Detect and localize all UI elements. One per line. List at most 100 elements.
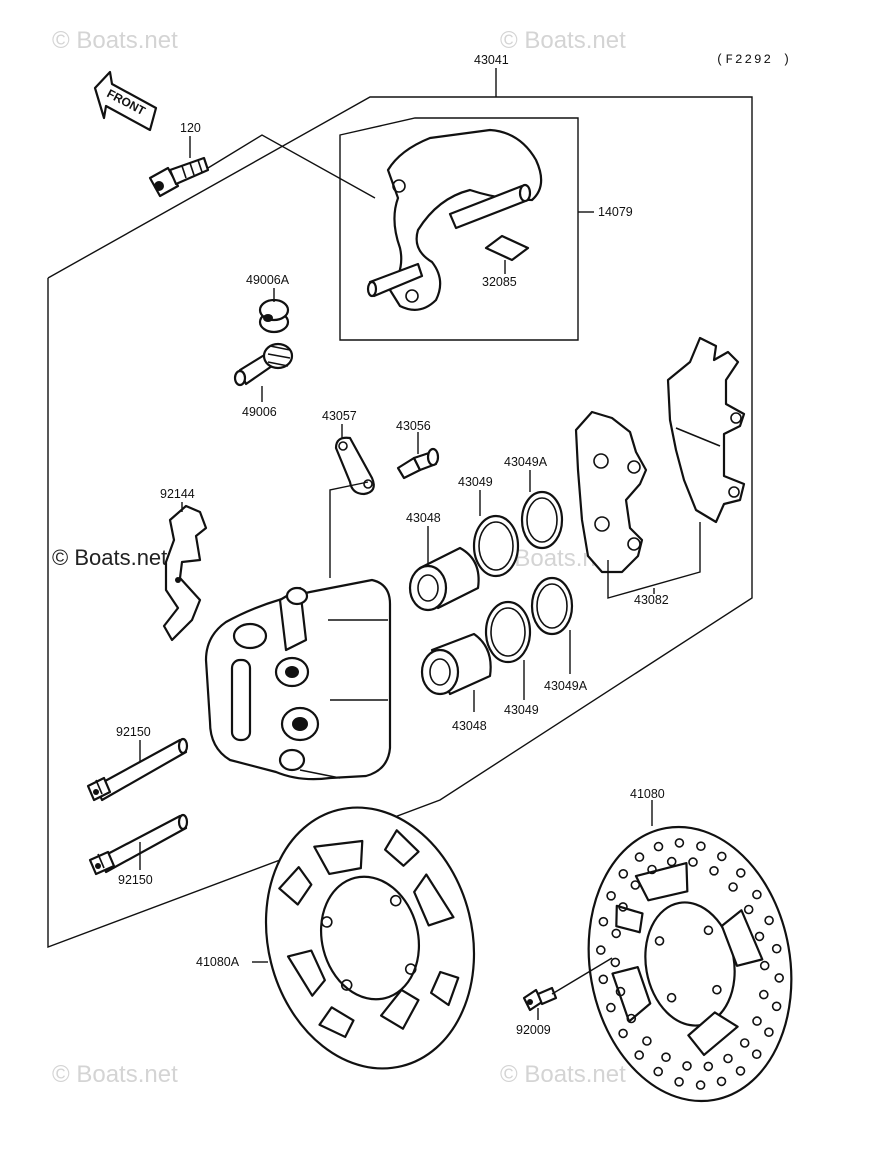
label-43049A-upper: 43049A bbox=[504, 455, 548, 469]
drill-hole bbox=[674, 838, 685, 848]
drill-hole bbox=[615, 986, 626, 997]
drill-hole bbox=[743, 904, 754, 915]
drill-hole bbox=[653, 841, 664, 852]
drill-hole bbox=[752, 889, 762, 900]
pad-spring-92144 bbox=[162, 504, 208, 642]
dust-seal-43049A-lower bbox=[530, 576, 574, 636]
assembly-outline-43041 bbox=[47, 96, 753, 949]
disc-bolt-92009 bbox=[522, 986, 558, 1012]
drill-hole bbox=[728, 882, 738, 892]
drill-hole bbox=[598, 974, 609, 985]
brake-pad-43082-inner bbox=[574, 410, 648, 574]
watermark-top-right: © Boats.net bbox=[500, 27, 626, 54]
label-32085: 32085 bbox=[482, 275, 517, 289]
drill-hole bbox=[626, 1013, 637, 1024]
brake-disc-41080 bbox=[587, 825, 793, 1103]
label-92150-upper: 92150 bbox=[116, 725, 151, 739]
drill-hole bbox=[630, 880, 641, 890]
drill-hole bbox=[723, 1053, 733, 1064]
watermark-left-dark: © Boats.net bbox=[52, 545, 167, 570]
label-92150-lower: 92150 bbox=[118, 873, 153, 887]
label-49006A: 49006A bbox=[246, 273, 290, 287]
drill-hole bbox=[674, 1077, 684, 1087]
piston-43048-lower bbox=[420, 632, 492, 696]
pad-pin-92150-lower bbox=[88, 813, 189, 876]
drill-hole bbox=[606, 1002, 616, 1013]
label-92009: 92009 bbox=[516, 1023, 551, 1037]
brake-disc-41080A bbox=[264, 806, 476, 1070]
label-43048-lower: 43048 bbox=[452, 719, 487, 733]
bleeder-valve-49006 bbox=[233, 342, 294, 387]
label-43057: 43057 bbox=[322, 409, 357, 423]
drill-hole bbox=[771, 943, 782, 954]
drill-hole bbox=[771, 1001, 782, 1012]
drill-hole bbox=[764, 1027, 774, 1037]
label-41080: 41080 bbox=[630, 787, 665, 801]
drill-hole bbox=[764, 915, 774, 926]
drill-hole bbox=[666, 856, 677, 867]
drill-hole bbox=[759, 960, 770, 971]
brake-pad-43082-outer bbox=[666, 336, 746, 524]
drill-hole bbox=[611, 928, 622, 939]
drill-hole bbox=[634, 1050, 645, 1060]
drill-hole bbox=[751, 1049, 762, 1059]
label-92144: 92144 bbox=[160, 487, 195, 501]
drill-hole bbox=[695, 1080, 706, 1090]
drill-hole bbox=[647, 864, 657, 875]
leader-43057-to-caliper bbox=[329, 481, 369, 578]
drill-hole bbox=[696, 841, 706, 852]
drill-hole bbox=[682, 1061, 692, 1071]
leader-92009-to-disc bbox=[551, 957, 613, 995]
label-43049-lower: 43049 bbox=[504, 703, 539, 717]
drill-hole bbox=[618, 1028, 628, 1039]
label-43056: 43056 bbox=[396, 419, 431, 433]
drill-hole bbox=[758, 989, 769, 1000]
label-49006: 49006 bbox=[242, 405, 277, 419]
drill-hole bbox=[752, 1016, 762, 1026]
drill-hole bbox=[618, 902, 628, 912]
label-120: 120 bbox=[180, 121, 201, 135]
label-14079: 14079 bbox=[598, 205, 633, 219]
caliper-body bbox=[204, 578, 392, 781]
drill-hole bbox=[716, 1076, 727, 1087]
pad-spring-32085 bbox=[484, 234, 530, 262]
caliper-bracket-14079 bbox=[366, 128, 543, 311]
drill-hole bbox=[716, 851, 727, 862]
drill-hole bbox=[703, 1061, 714, 1072]
drill-hole bbox=[618, 868, 629, 879]
drill-hole bbox=[774, 973, 785, 983]
leader-120-to-bracket bbox=[207, 134, 376, 199]
piston-43048-upper bbox=[408, 546, 480, 612]
drill-hole bbox=[606, 890, 616, 901]
drill-hole bbox=[634, 852, 645, 862]
leader-43082-bracket bbox=[607, 522, 701, 599]
watermark-bottom-right: © Boats.net bbox=[500, 1061, 626, 1088]
watermark-top-left: © Boats.net bbox=[52, 27, 178, 54]
drill-hole bbox=[754, 931, 765, 942]
drill-hole bbox=[739, 1038, 750, 1048]
bracket-plate-43057 bbox=[334, 436, 375, 496]
drill-hole bbox=[735, 1066, 746, 1076]
label-43048-upper: 43048 bbox=[406, 511, 441, 525]
piston-seal-43049-upper bbox=[472, 514, 520, 578]
front-arrow-icon: FRONT bbox=[93, 70, 158, 132]
drill-hole bbox=[735, 868, 746, 878]
dust-seal-43049A-upper bbox=[520, 490, 564, 550]
drill-hole bbox=[709, 865, 719, 876]
drill-hole bbox=[610, 957, 621, 968]
drill-hole bbox=[688, 857, 698, 867]
bolt-120 bbox=[148, 156, 210, 198]
piston-seal-43049-lower bbox=[484, 600, 532, 664]
label-43049A-lower: 43049A bbox=[544, 679, 588, 693]
bleeder-screw-43056 bbox=[396, 447, 440, 480]
bracket-box-14079 bbox=[339, 117, 579, 341]
diagram-code: (F2292 ) bbox=[716, 53, 792, 67]
drill-hole bbox=[661, 1052, 671, 1062]
bleeder-cap-49006A bbox=[258, 298, 290, 334]
drill-hole bbox=[595, 945, 606, 955]
drill-hole bbox=[598, 916, 609, 927]
watermark-bottom-left: © Boats.net bbox=[52, 1061, 178, 1088]
drill-hole bbox=[653, 1066, 664, 1077]
label-43082: 43082 bbox=[634, 593, 669, 607]
